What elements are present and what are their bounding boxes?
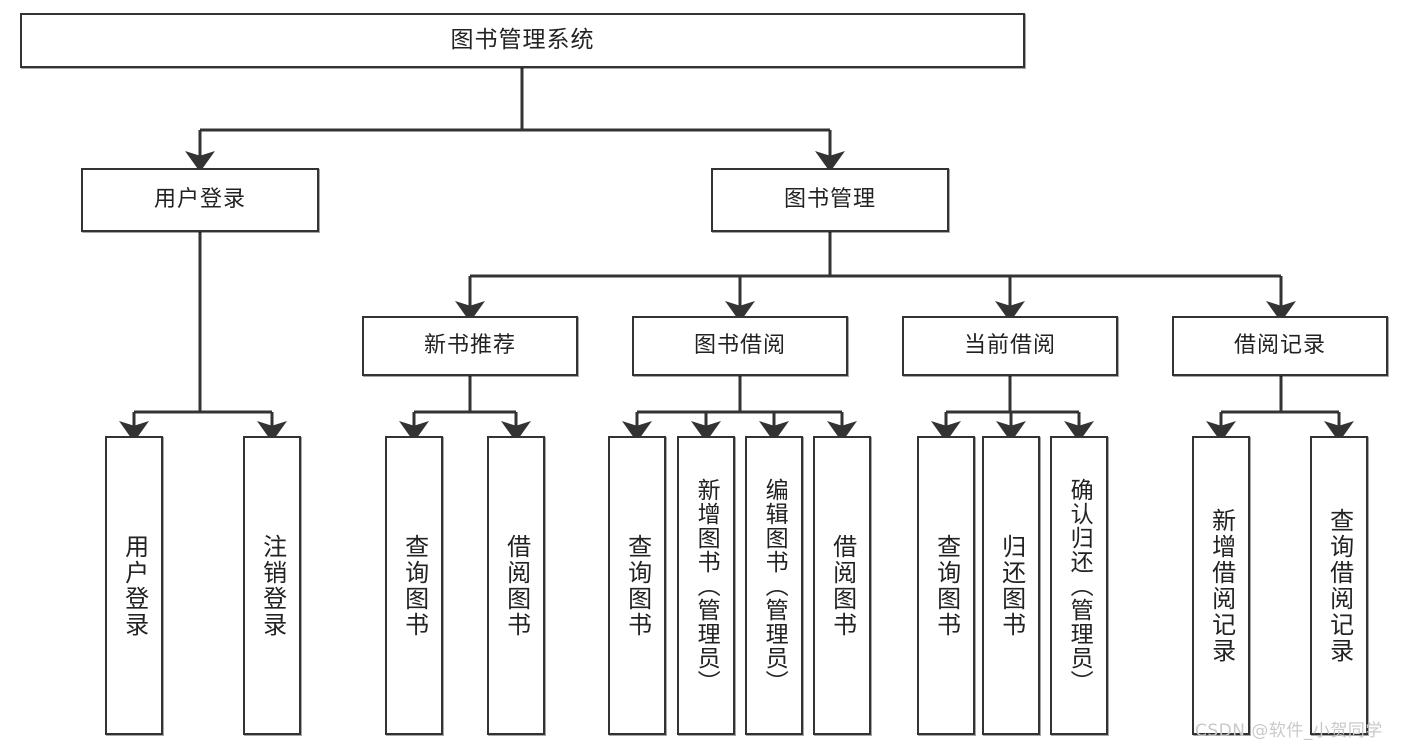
node-leaf-borrow-edit-book-label: 编辑图书（管理员） (761, 477, 788, 694)
node-book-borrow[interactable]: 图书借阅 (632, 316, 848, 376)
node-leaf-rec-borrow-book-label: 借阅图书 (502, 533, 531, 638)
node-book-manage-label: 图书管理 (783, 187, 876, 213)
node-leaf-rec-query-record-label: 查询借阅记录 (1325, 507, 1354, 664)
node-book-borrow-label: 图书借阅 (693, 333, 786, 359)
node-leaf-cur-return-book[interactable]: 归还图书 (982, 436, 1040, 735)
node-leaf-cur-confirm-return[interactable]: 确认归还（管理员） (1050, 436, 1108, 735)
node-leaf-user-logout-label: 注销登录 (258, 533, 287, 638)
node-leaf-user-login[interactable]: 用户登录 (105, 436, 163, 735)
node-leaf-user-login-label: 用户登录 (120, 533, 149, 638)
node-root[interactable]: 图书管理系统 (20, 13, 1025, 68)
node-leaf-rec-query-book-label: 查询图书 (400, 533, 429, 638)
node-leaf-borrow-edit-book[interactable]: 编辑图书（管理员） (745, 436, 803, 735)
node-user-login-label: 用户登录 (153, 187, 246, 213)
node-leaf-borrow-query-book-label: 查询图书 (623, 533, 652, 638)
node-current-borrow[interactable]: 当前借阅 (902, 316, 1118, 376)
node-leaf-cur-query-book-label: 查询图书 (932, 533, 961, 638)
node-leaf-borrow-query-book[interactable]: 查询图书 (608, 436, 666, 735)
node-leaf-rec-borrow-book[interactable]: 借阅图书 (487, 436, 545, 735)
node-root-label: 图书管理系统 (450, 27, 595, 54)
node-book-manage[interactable]: 图书管理 (711, 168, 949, 232)
node-borrow-record-label: 借阅记录 (1233, 333, 1326, 359)
node-current-borrow-label: 当前借阅 (963, 333, 1056, 359)
node-leaf-cur-return-book-label: 归还图书 (997, 533, 1026, 638)
node-leaf-rec-add-record-label: 新增借阅记录 (1207, 507, 1236, 664)
csdn-watermark: CSDN @软件_小贺同学 (1195, 721, 1383, 741)
node-borrow-record[interactable]: 借阅记录 (1172, 316, 1388, 376)
node-leaf-rec-query-record[interactable]: 查询借阅记录 (1310, 436, 1368, 735)
node-leaf-borrow-borrow-book[interactable]: 借阅图书 (813, 436, 871, 735)
node-leaf-borrow-borrow-book-label: 借阅图书 (828, 533, 857, 638)
node-user-login[interactable]: 用户登录 (81, 168, 319, 232)
node-leaf-cur-query-book[interactable]: 查询图书 (917, 436, 975, 735)
node-leaf-borrow-add-book[interactable]: 新增图书（管理员） (677, 436, 735, 735)
node-leaf-cur-confirm-return-label: 确认归还（管理员） (1066, 477, 1093, 694)
node-leaf-rec-add-record[interactable]: 新增借阅记录 (1192, 436, 1250, 735)
node-leaf-borrow-add-book-label: 新增图书（管理员） (693, 477, 720, 694)
node-leaf-rec-query-book[interactable]: 查询图书 (385, 436, 443, 735)
node-leaf-user-logout[interactable]: 注销登录 (243, 436, 301, 735)
node-new-book-rec-label: 新书推荐 (423, 333, 516, 359)
node-new-book-rec[interactable]: 新书推荐 (362, 316, 578, 376)
